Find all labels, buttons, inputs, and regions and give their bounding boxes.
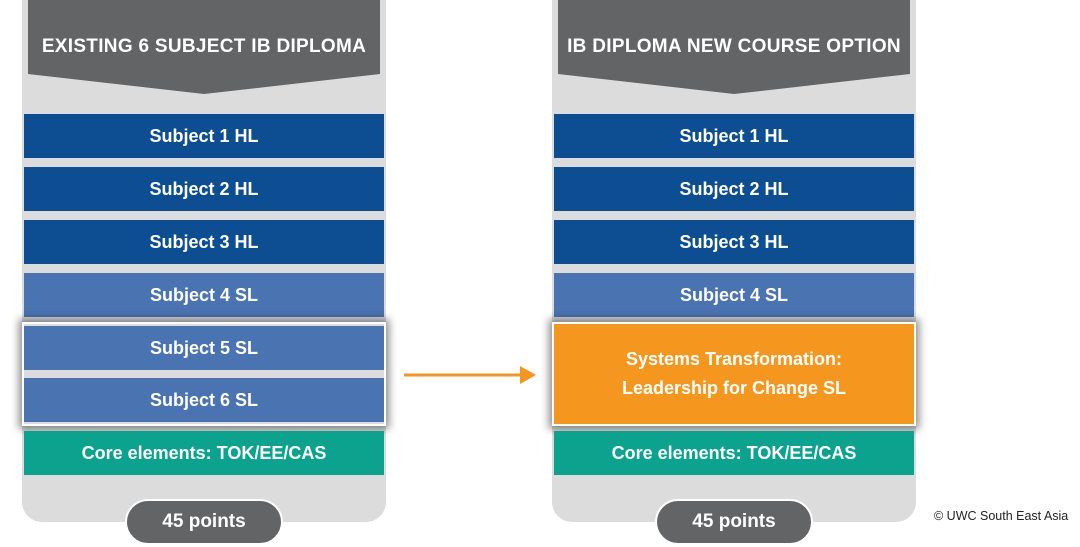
copyright-text: © UWC South East Asia [934,509,1069,523]
subject-3-box: Subject 3 HL [24,220,384,264]
subject-3-box: Subject 3 HL [554,220,914,264]
replaced-subjects-group [22,322,386,426]
column-header: IB DIPLOMA NEW COURSE OPTION [558,0,910,94]
points-badge: 45 points [655,499,813,545]
core-elements-box: Core elements: TOK/EE/CAS [24,431,384,475]
points-badge: 45 points [125,499,283,545]
subject-4-box: Subject 4 SL [554,273,914,317]
subject-1-box: Subject 1 HL [554,114,914,158]
subject-4-box: Subject 4 SL [24,273,384,317]
column-title: EXISTING 6 SUBJECT IB DIPLOMA [41,36,367,57]
arrow-right-icon [404,366,536,384]
subject-1-box: Subject 1 HL [24,114,384,158]
subject-5-box: Subject 5 SL [24,326,384,370]
new-option-column: IB DIPLOMA NEW COURSE OPTION Subject 1 H… [552,0,916,547]
core-elements-box: Core elements: TOK/EE/CAS [554,431,914,475]
subject-2-box: Subject 2 HL [24,167,384,211]
existing-diploma-column: EXISTING 6 SUBJECT IB DIPLOMA Subject 1 … [22,0,386,547]
subject-2-box: Subject 2 HL [554,167,914,211]
column-header: EXISTING 6 SUBJECT IB DIPLOMA [28,0,380,94]
subject-6-box: Subject 6 SL [24,378,384,422]
new-course-box: Systems Transformation: Leadership for C… [552,322,916,426]
column-title: IB DIPLOMA NEW COURSE OPTION [567,36,901,57]
